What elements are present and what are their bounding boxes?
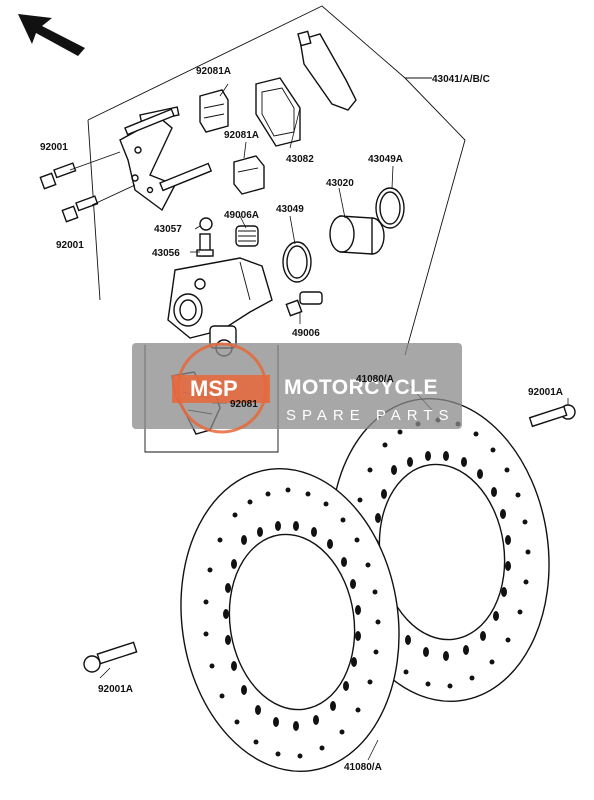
label-bleed-valve: 43056 bbox=[152, 248, 180, 259]
label-pad-spring-b: 92081A bbox=[224, 130, 259, 141]
brake-disc-front bbox=[180, 468, 400, 772]
label-assembly: 43041/A/B/C bbox=[432, 74, 490, 85]
label-disc-bolt-right: 92001A bbox=[528, 387, 563, 398]
svg-text:MSP: MSP bbox=[190, 376, 238, 401]
label-dust-seal: 43049A bbox=[368, 154, 403, 165]
piston-seal bbox=[282, 241, 312, 283]
label-piston: 43020 bbox=[326, 178, 354, 189]
pad-spring-b bbox=[233, 155, 265, 195]
caliper-bolt bbox=[285, 291, 323, 317]
label-disc-top: 41080/A bbox=[356, 374, 394, 385]
label-disc-bottom: 41080/A bbox=[344, 762, 382, 773]
watermark-logo-icon: MSP bbox=[172, 342, 270, 434]
label-bleed-cap: 43057 bbox=[154, 224, 182, 235]
label-bolt-top: 92001 bbox=[40, 142, 68, 153]
bleed-valve bbox=[196, 233, 214, 257]
caliper-body bbox=[167, 257, 273, 357]
label-spring: 49006A bbox=[224, 210, 259, 221]
watermark-subtitle: SPARE PARTS bbox=[286, 407, 455, 424]
label-caliper-bolt: 49006 bbox=[292, 328, 320, 339]
disc-bolt-left bbox=[83, 641, 138, 673]
brake-pad-outer bbox=[297, 30, 357, 111]
label-pad: 43082 bbox=[286, 154, 314, 165]
label-piston-seal: 43049 bbox=[276, 204, 304, 215]
spring bbox=[235, 225, 259, 247]
bolt-mid bbox=[61, 184, 136, 223]
label-pad-spring-a: 92081A bbox=[196, 66, 231, 77]
pad-spring-a bbox=[199, 89, 229, 133]
watermark-title: MOTORCYCLE bbox=[284, 376, 438, 399]
bleed-cap bbox=[199, 217, 213, 231]
watermark: MSP MOTORCYCLE SPARE PARTS bbox=[132, 342, 462, 434]
bolt-top bbox=[39, 151, 121, 190]
dust-seal bbox=[375, 187, 405, 229]
piston bbox=[329, 215, 385, 255]
caliper-bracket bbox=[119, 106, 213, 212]
label-disc-bolt-left: 92001A bbox=[98, 684, 133, 695]
direction-arrow-icon bbox=[18, 14, 85, 56]
label-pad-spring-c: 92081 bbox=[230, 399, 258, 410]
label-bolt-mid: 92001 bbox=[56, 240, 84, 251]
disc-bolt-right bbox=[528, 404, 576, 428]
